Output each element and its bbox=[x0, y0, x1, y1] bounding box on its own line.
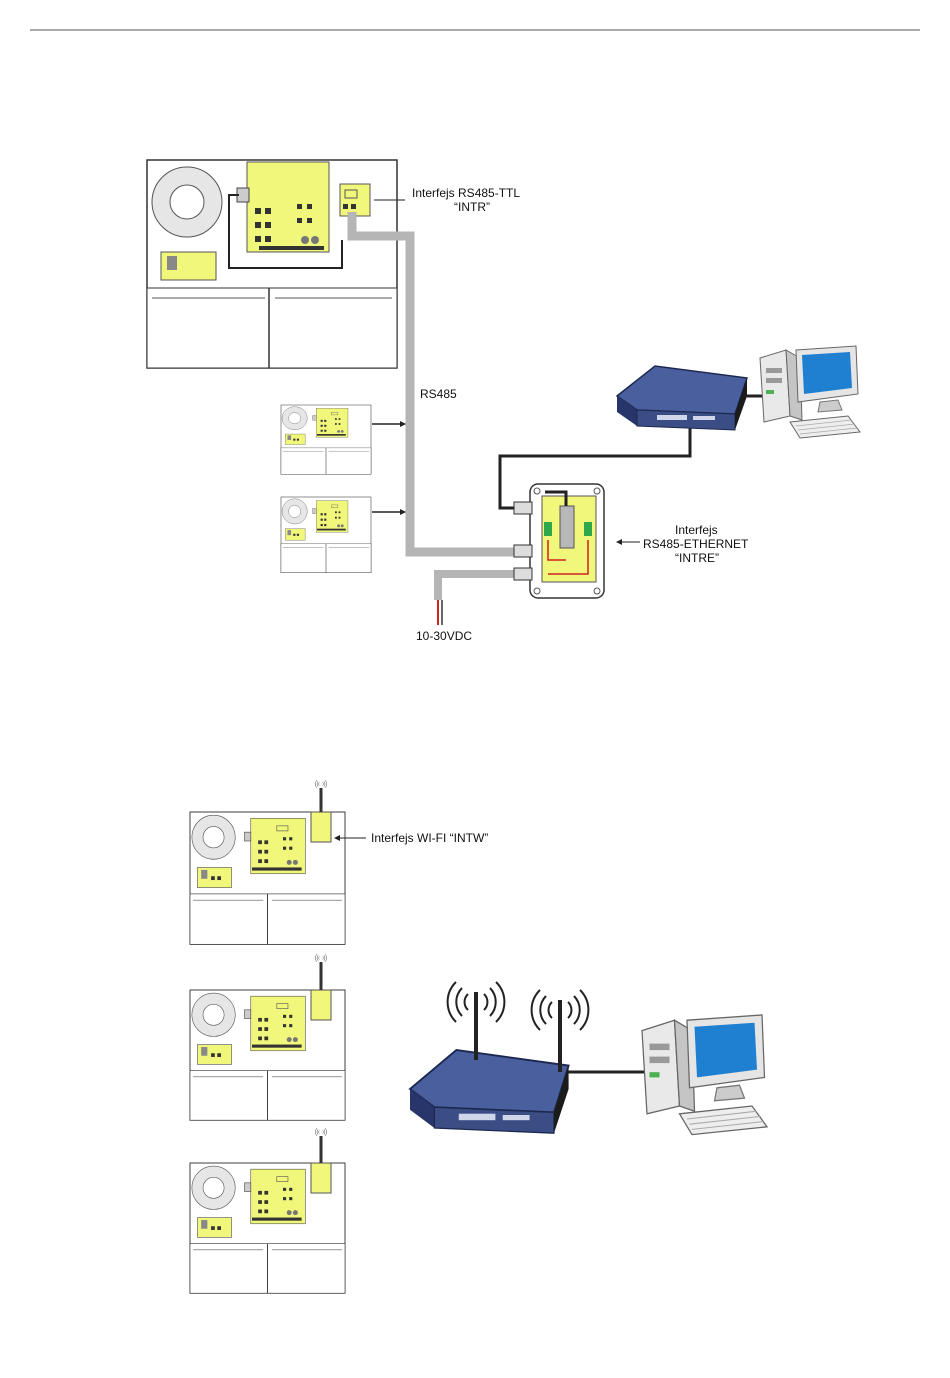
intw-module-2 bbox=[311, 962, 331, 1020]
intw-module-1 bbox=[311, 788, 331, 842]
intre-arrow bbox=[616, 539, 622, 545]
wifi-signal-icon-2 bbox=[315, 954, 326, 962]
desktop-pc-1 bbox=[760, 346, 860, 438]
power-label: 10-30VDC bbox=[416, 629, 472, 643]
wireless-router bbox=[410, 992, 569, 1133]
psu1-arrow bbox=[400, 421, 406, 427]
intw-label: Interfejs WI-FI “INTW” bbox=[371, 831, 488, 845]
intr-module bbox=[340, 184, 370, 216]
intre-label-line1: Interfejs bbox=[675, 523, 718, 537]
psu2-arrow bbox=[400, 509, 406, 515]
rs485-label: RS485 bbox=[420, 387, 457, 401]
intre-interface-box bbox=[514, 484, 604, 598]
intre-label-line3: “INTRE” bbox=[675, 551, 719, 565]
secondary-psu-1 bbox=[281, 405, 371, 474]
intr-label-line2: “INTR” bbox=[454, 200, 490, 214]
intw-module-3 bbox=[311, 1136, 331, 1193]
intr-label-line1: Interfejs RS485-TTL bbox=[412, 186, 520, 200]
secondary-psu-2 bbox=[281, 497, 371, 573]
intre-label-line2: RS485-ETHERNET bbox=[643, 537, 749, 551]
power-cable bbox=[438, 574, 520, 600]
wifi-signal-icon-1 bbox=[315, 780, 326, 788]
desktop-pc-2 bbox=[642, 1015, 767, 1135]
wifi-signal-icon-3 bbox=[315, 1128, 326, 1136]
ethernet-router bbox=[617, 366, 747, 430]
